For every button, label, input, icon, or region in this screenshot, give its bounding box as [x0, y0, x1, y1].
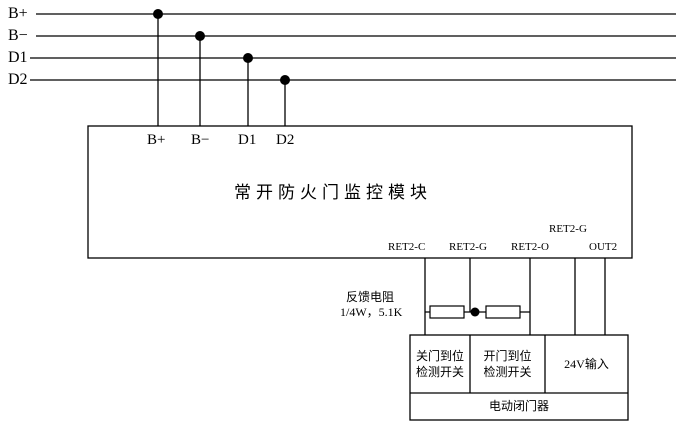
bus-label-b-minus: B− [8, 27, 28, 44]
resistor-symbol-right [485, 305, 521, 319]
bus-label-b-plus: B+ [8, 5, 28, 22]
door-closer-box [409, 334, 629, 421]
terminal-label-d1: D1 [238, 132, 257, 148]
feedback-resistor-label: 反馈电阻 [346, 290, 395, 304]
cell-close-switch: 关门到位 检测开关 [415, 348, 464, 379]
terminal-label-ret2-g: RET2-G [449, 241, 487, 253]
cell-24v-input: 24V输入 [564, 356, 609, 371]
terminal-label-ret2-g-upper: RET2-G [549, 223, 587, 235]
cell-open-switch: 开门到位 检测开关 [483, 348, 532, 379]
module-box [87, 125, 633, 259]
bus-label-d1: D1 [8, 49, 28, 66]
door-closer-title: 电动闭门器 [488, 399, 549, 414]
module-title: 常开防火门监控模块 [234, 183, 432, 202]
terminal-label-ret2-c: RET2-C [388, 241, 426, 253]
junction-dot-resistor [470, 307, 480, 317]
terminal-label-ret2-o: RET2-O [511, 241, 549, 253]
terminal-label-b-plus: B+ [147, 132, 166, 148]
bus-label-d2: D2 [8, 71, 28, 88]
feedback-resistor-spec: 1/4W，5.1K [340, 305, 403, 319]
terminal-label-d2: D2 [276, 132, 295, 148]
resistor-symbol-left [429, 305, 465, 319]
terminal-label-out2: OUT2 [589, 241, 618, 253]
terminal-label-b-minus: B− [191, 132, 210, 148]
